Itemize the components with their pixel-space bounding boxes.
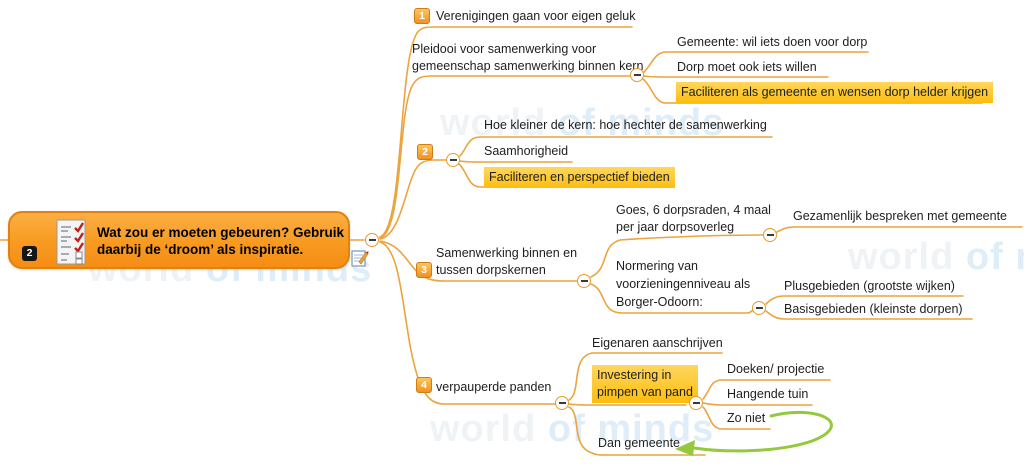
collapse-button-branch3[interactable] (577, 274, 591, 288)
numbering-badge: 1 (414, 8, 430, 24)
topic-basisgebieden[interactable]: Basisgebieden (kleinste dorpen) (784, 302, 963, 316)
collapse-button-pleidooi[interactable] (630, 68, 644, 82)
collapse-button-branch2[interactable] (446, 153, 460, 167)
central-topic[interactable]: Wat zou er moeten gebeuren? Gebruik daar… (8, 211, 350, 269)
topic-dorp-moet[interactable]: Dorp moet ook iets willen (677, 60, 817, 74)
topic-normering[interactable]: Normering van voorzieningenniveau als Bo… (616, 259, 751, 309)
notes-icon[interactable] (351, 249, 369, 267)
topic-faciliteren-perspectief[interactable]: Faciliteren en perspectief bieden (484, 167, 675, 188)
relationship-arrow[interactable] (675, 410, 833, 456)
collapse-button-central[interactable] (365, 233, 379, 247)
numbering-badge: 4 (416, 377, 432, 393)
checklist-icon (56, 219, 86, 265)
topic-zo-niet[interactable]: Zo niet (727, 411, 766, 425)
collapse-button-branch4[interactable] (555, 396, 569, 410)
watermark: world of minds (848, 236, 1024, 278)
topic-verenigingen[interactable]: Verenigingen gaan voor eigen geluk (436, 9, 636, 23)
topic-faciliteren-gemeente[interactable]: Faciliteren als gemeente en wensen dorp … (676, 82, 994, 103)
collapse-button-investering[interactable] (689, 396, 703, 410)
numbering-badge: 2 (417, 144, 433, 160)
topic-plusgebieden[interactable]: Plusgebieden (grootste wijken) (784, 279, 955, 293)
topic-saamhorigheid[interactable]: Saamhorigheid (484, 144, 569, 158)
topic-eigenaren[interactable]: Eigenaren aanschrijven (592, 336, 723, 350)
collapse-button-goes[interactable] (763, 228, 777, 242)
topic-hangende-tuin[interactable]: Hangende tuin (727, 387, 809, 401)
priority-badge: 2 (22, 246, 37, 261)
topic-gemeente-wil[interactable]: Gemeente: wil iets doen voor dorp (677, 35, 868, 49)
topic-gezamenlijk[interactable]: Gezamenlijk bespreken met gemeente (793, 209, 1008, 223)
numbering-badge: 3 (416, 262, 432, 278)
topic-hoe-kleiner[interactable]: Hoe kleiner de kern: hoe hechter de same… (484, 118, 767, 132)
topic-dan-gemeente[interactable]: Dan gemeente (598, 436, 681, 450)
central-topic-text: Wat zou er moeten gebeuren? Gebruik daar… (97, 225, 345, 257)
topic-doeken[interactable]: Doeken/ projectie (727, 362, 825, 376)
topic-verpauperde-panden[interactable]: verpauperde panden (436, 380, 552, 394)
collapse-button-normering[interactable] (752, 301, 766, 315)
